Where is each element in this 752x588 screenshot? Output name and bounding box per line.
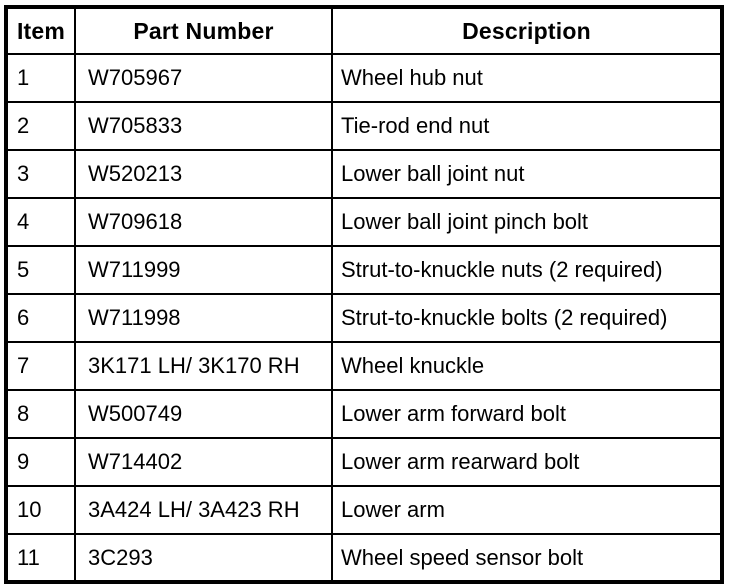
table-row: 11 3C293 Wheel speed sensor bolt (5, 533, 723, 583)
part-number: W711999 (74, 245, 333, 295)
item-number: 1 (5, 53, 76, 103)
part-description: Wheel speed sensor bolt (331, 533, 723, 583)
column-header-part-number: Part Number (74, 6, 333, 55)
part-description: Lower arm (331, 485, 723, 535)
item-number: 8 (5, 389, 76, 439)
column-header-item: Item (5, 6, 76, 55)
item-number: 4 (5, 197, 76, 247)
part-number: W705833 (74, 101, 333, 151)
part-description: Strut-to-knuckle nuts (2 required) (331, 245, 723, 295)
part-number: W709618 (74, 197, 333, 247)
column-header-description: Description (331, 6, 723, 55)
item-number: 9 (5, 437, 76, 487)
parts-table: Item Part Number Description 1 W705967 W… (4, 5, 724, 584)
table-row: 7 3K171 LH/ 3K170 RH Wheel knuckle (5, 341, 723, 391)
part-number: 3A424 LH/ 3A423 RH (74, 485, 333, 535)
table-row: 5 W711999 Strut-to-knuckle nuts (2 requi… (5, 245, 723, 295)
part-number: W500749 (74, 389, 333, 439)
item-number: 10 (5, 485, 76, 535)
part-description: Wheel hub nut (331, 53, 723, 103)
item-number: 2 (5, 101, 76, 151)
table-header-row: Item Part Number Description (5, 6, 723, 55)
part-number: W705967 (74, 53, 333, 103)
part-description: Tie-rod end nut (331, 101, 723, 151)
table-row: 8 W500749 Lower arm forward bolt (5, 389, 723, 439)
part-description: Lower arm forward bolt (331, 389, 723, 439)
table-row: 9 W714402 Lower arm rearward bolt (5, 437, 723, 487)
item-number: 11 (5, 533, 76, 583)
table-row: 10 3A424 LH/ 3A423 RH Lower arm (5, 485, 723, 535)
part-number: W520213 (74, 149, 333, 199)
part-number: 3K171 LH/ 3K170 RH (74, 341, 333, 391)
item-number: 7 (5, 341, 76, 391)
table-row: 2 W705833 Tie-rod end nut (5, 101, 723, 151)
part-description: Wheel knuckle (331, 341, 723, 391)
item-number: 5 (5, 245, 76, 295)
table-row: 6 W711998 Strut-to-knuckle bolts (2 requ… (5, 293, 723, 343)
item-number: 3 (5, 149, 76, 199)
part-number: W711998 (74, 293, 333, 343)
part-description: Lower arm rearward bolt (331, 437, 723, 487)
table-row: 3 W520213 Lower ball joint nut (5, 149, 723, 199)
item-number: 6 (5, 293, 76, 343)
part-number: 3C293 (74, 533, 333, 583)
part-number: W714402 (74, 437, 333, 487)
part-description: Lower ball joint nut (331, 149, 723, 199)
table-row: 1 W705967 Wheel hub nut (5, 53, 723, 103)
table-row: 4 W709618 Lower ball joint pinch bolt (5, 197, 723, 247)
part-description: Lower ball joint pinch bolt (331, 197, 723, 247)
part-description: Strut-to-knuckle bolts (2 required) (331, 293, 723, 343)
